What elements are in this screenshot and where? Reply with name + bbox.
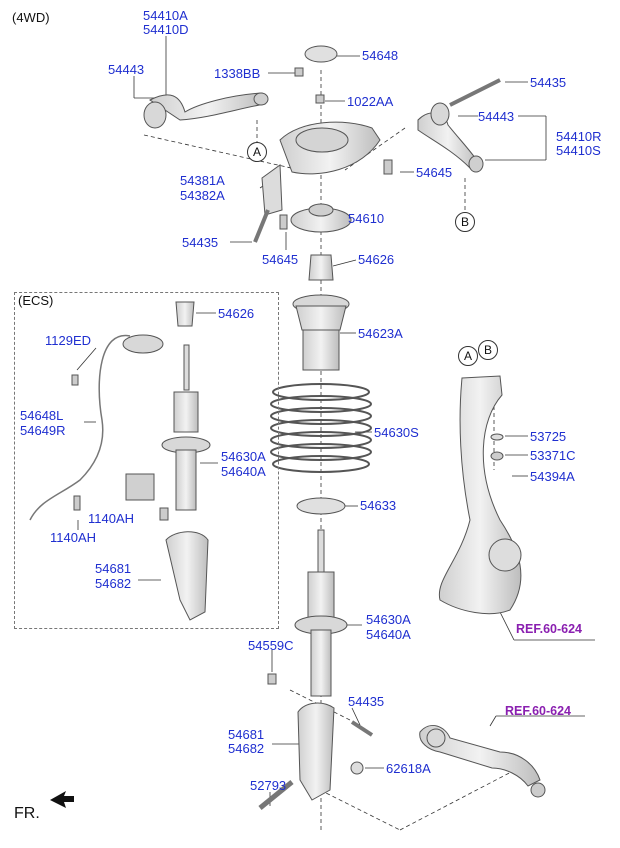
part-54645-mid[interactable]: 54645 — [262, 252, 299, 267]
part-54435-top[interactable]: 54435 — [530, 75, 567, 90]
part-54610[interactable]: 54610 — [348, 211, 385, 226]
part-1140ah-a[interactable]: 1140AH — [88, 511, 135, 526]
part-1338bb[interactable]: 1338BB — [214, 66, 261, 81]
part-54381a[interactable]: 54381A — [180, 173, 225, 188]
part-54682-main[interactable]: 54682 — [228, 741, 265, 756]
variant-label: (4WD) — [12, 10, 50, 25]
part-54443-right[interactable]: 54443 — [478, 109, 515, 124]
ecs-variant-box — [14, 292, 279, 629]
part-54649r[interactable]: 54649R — [20, 423, 66, 438]
part-1140ah-b[interactable]: 1140AH — [50, 530, 97, 545]
part-54410r[interactable]: 54410R — [556, 129, 602, 144]
part-54630a-ecs[interactable]: 54630A — [221, 449, 266, 464]
callout-a-knuckle: A — [458, 346, 478, 366]
part-53371c[interactable]: 53371C — [530, 448, 576, 463]
part-54640a-ecs[interactable]: 54640A — [221, 464, 266, 479]
part-54623a[interactable]: 54623A — [358, 326, 403, 341]
part-54633[interactable]: 54633 — [360, 498, 397, 513]
ref-knuckle[interactable]: REF.60-624 — [516, 622, 583, 636]
part-54382a[interactable]: 54382A — [180, 188, 225, 203]
callout-a-top: A — [247, 142, 267, 162]
part-52793[interactable]: 52793 — [250, 778, 287, 793]
part-54626-ecs[interactable]: 54626 — [218, 306, 255, 321]
ref-arm[interactable]: REF.60-624 — [505, 704, 572, 718]
part-54630s[interactable]: 54630S — [374, 425, 419, 440]
part-54682-ecs[interactable]: 54682 — [95, 576, 132, 591]
callout-b-top: B — [455, 212, 475, 232]
part-54410s[interactable]: 54410S — [556, 143, 601, 158]
part-54410a[interactable]: 54410A — [143, 8, 188, 23]
ecs-label: (ECS) — [18, 293, 54, 308]
part-54645-right[interactable]: 54645 — [416, 165, 453, 180]
part-62618a[interactable]: 62618A — [386, 761, 431, 776]
part-54626-top[interactable]: 54626 — [358, 252, 395, 267]
front-direction-label: FR. — [14, 805, 40, 822]
part-54681-main[interactable]: 54681 — [228, 727, 265, 742]
callout-b-knuckle: B — [478, 340, 498, 360]
part-53725[interactable]: 53725 — [530, 429, 567, 444]
part-1022aa[interactable]: 1022AA — [347, 94, 394, 109]
part-54559c[interactable]: 54559C — [248, 638, 294, 653]
part-54435-bottom[interactable]: 54435 — [348, 694, 385, 709]
part-54648l[interactable]: 54648L — [20, 408, 64, 423]
part-54435-left[interactable]: 54435 — [182, 235, 219, 250]
part-54443-left[interactable]: 54443 — [108, 62, 145, 77]
part-54410d[interactable]: 54410D — [143, 22, 189, 37]
part-54681-ecs[interactable]: 54681 — [95, 561, 132, 576]
part-54630a-main[interactable]: 54630A — [366, 612, 411, 627]
part-54640a-main[interactable]: 54640A — [366, 627, 411, 642]
part-54648[interactable]: 54648 — [362, 48, 399, 63]
part-1129ed[interactable]: 1129ED — [45, 333, 92, 348]
part-54394a[interactable]: 54394A — [530, 469, 575, 484]
